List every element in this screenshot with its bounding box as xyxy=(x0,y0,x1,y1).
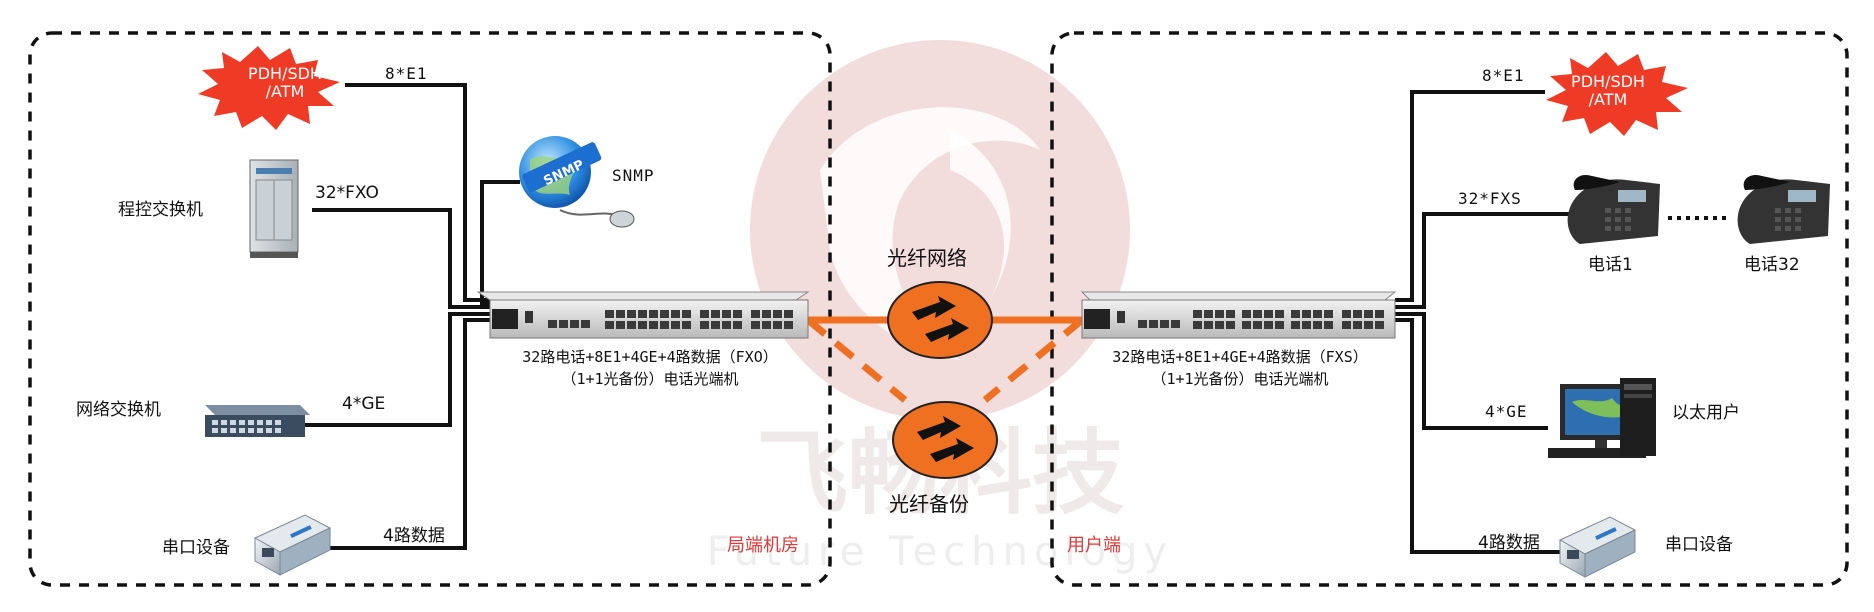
watermark-brand-subtext: Future Technology xyxy=(707,529,1173,575)
ethernet-user-computer-icon xyxy=(1548,378,1656,458)
left-burst-label-line2: /ATM xyxy=(265,82,305,101)
right-e1-label: 8*E1 xyxy=(1482,66,1525,85)
switch-label: 网络交换机 xyxy=(76,400,161,420)
snmp-globe-icon: SNMP xyxy=(519,136,635,228)
left-burst-label-line1: PDH/SDH xyxy=(248,64,322,83)
left-optical-terminal-device xyxy=(476,291,810,339)
left-device-caption-line1: 32路电话+8E1+4GE+4路数据（FXO） xyxy=(522,348,778,366)
pbx-cabinet-icon xyxy=(249,159,299,258)
phone-1-label: 电话1 xyxy=(1588,255,1633,275)
right-device-caption-line2: （1+1光备份）电话光端机 xyxy=(1151,370,1329,388)
right-connection-lines xyxy=(1395,90,1570,554)
phone-32-icon xyxy=(1737,174,1830,244)
right-optical-terminal-device xyxy=(1080,291,1397,339)
phone-1-icon xyxy=(1567,174,1660,244)
right-ge-label: 4*GE xyxy=(1485,402,1528,421)
left-serial-label: 串口设备 xyxy=(162,538,230,558)
left-e1-label: 8*E1 xyxy=(385,64,428,83)
left-location-label: 局端机房 xyxy=(727,535,799,556)
pbx-label: 程控交换机 xyxy=(118,200,203,220)
right-pdh-sdh-atm-burst xyxy=(1546,52,1688,136)
ethernet-user-label: 以太用户 xyxy=(1672,403,1740,423)
left-burst-label: PDH/SDH /ATM xyxy=(230,65,340,101)
watermark-logo xyxy=(750,40,1130,420)
left-pdh-sdh-atm-burst xyxy=(198,46,340,130)
fxs-label: 32*FXS xyxy=(1458,189,1522,208)
network-switch-icon xyxy=(205,405,310,437)
right-device-caption-line1: 32路电话+8E1+4GE+4路数据（FXS） xyxy=(1112,348,1368,366)
right-serial-device-icon xyxy=(1558,516,1637,578)
right-device-caption: 32路电话+8E1+4GE+4路数据（FXS） （1+1光备份）电话光端机 xyxy=(1060,346,1420,390)
fiber-router-backup-icon xyxy=(892,401,998,479)
left-device-caption: 32路电话+8E1+4GE+4路数据（FXO） （1+1光备份）电话光端机 xyxy=(470,346,830,390)
snmp-label: SNMP xyxy=(612,166,655,185)
right-serial-label: 串口设备 xyxy=(1665,535,1733,555)
fiber-router-main-icon xyxy=(887,281,993,359)
right-data-label: 4路数据 xyxy=(1478,533,1540,553)
phone-32-label: 电话32 xyxy=(1744,255,1800,275)
left-serial-device-icon xyxy=(253,514,332,576)
right-burst-label-line2: /ATM xyxy=(1588,90,1628,109)
left-connection-lines xyxy=(305,83,520,550)
right-burst-label-line1: PDH/SDH xyxy=(1571,72,1645,91)
left-device-caption-line2: （1+1光备份）电话光端机 xyxy=(561,370,739,388)
right-location-label: 用户端 xyxy=(1067,535,1121,556)
left-ge-label: 4*GE xyxy=(342,394,386,414)
left-site-boundary xyxy=(28,31,832,587)
fxo-label: 32*FXO xyxy=(315,183,379,203)
right-burst-label: PDH/SDH /ATM xyxy=(1558,73,1658,109)
fiber-main-label: 光纤网络 xyxy=(887,246,967,270)
left-data-label: 4路数据 xyxy=(383,526,445,546)
fiber-backup-label: 光纤备份 xyxy=(889,492,969,516)
